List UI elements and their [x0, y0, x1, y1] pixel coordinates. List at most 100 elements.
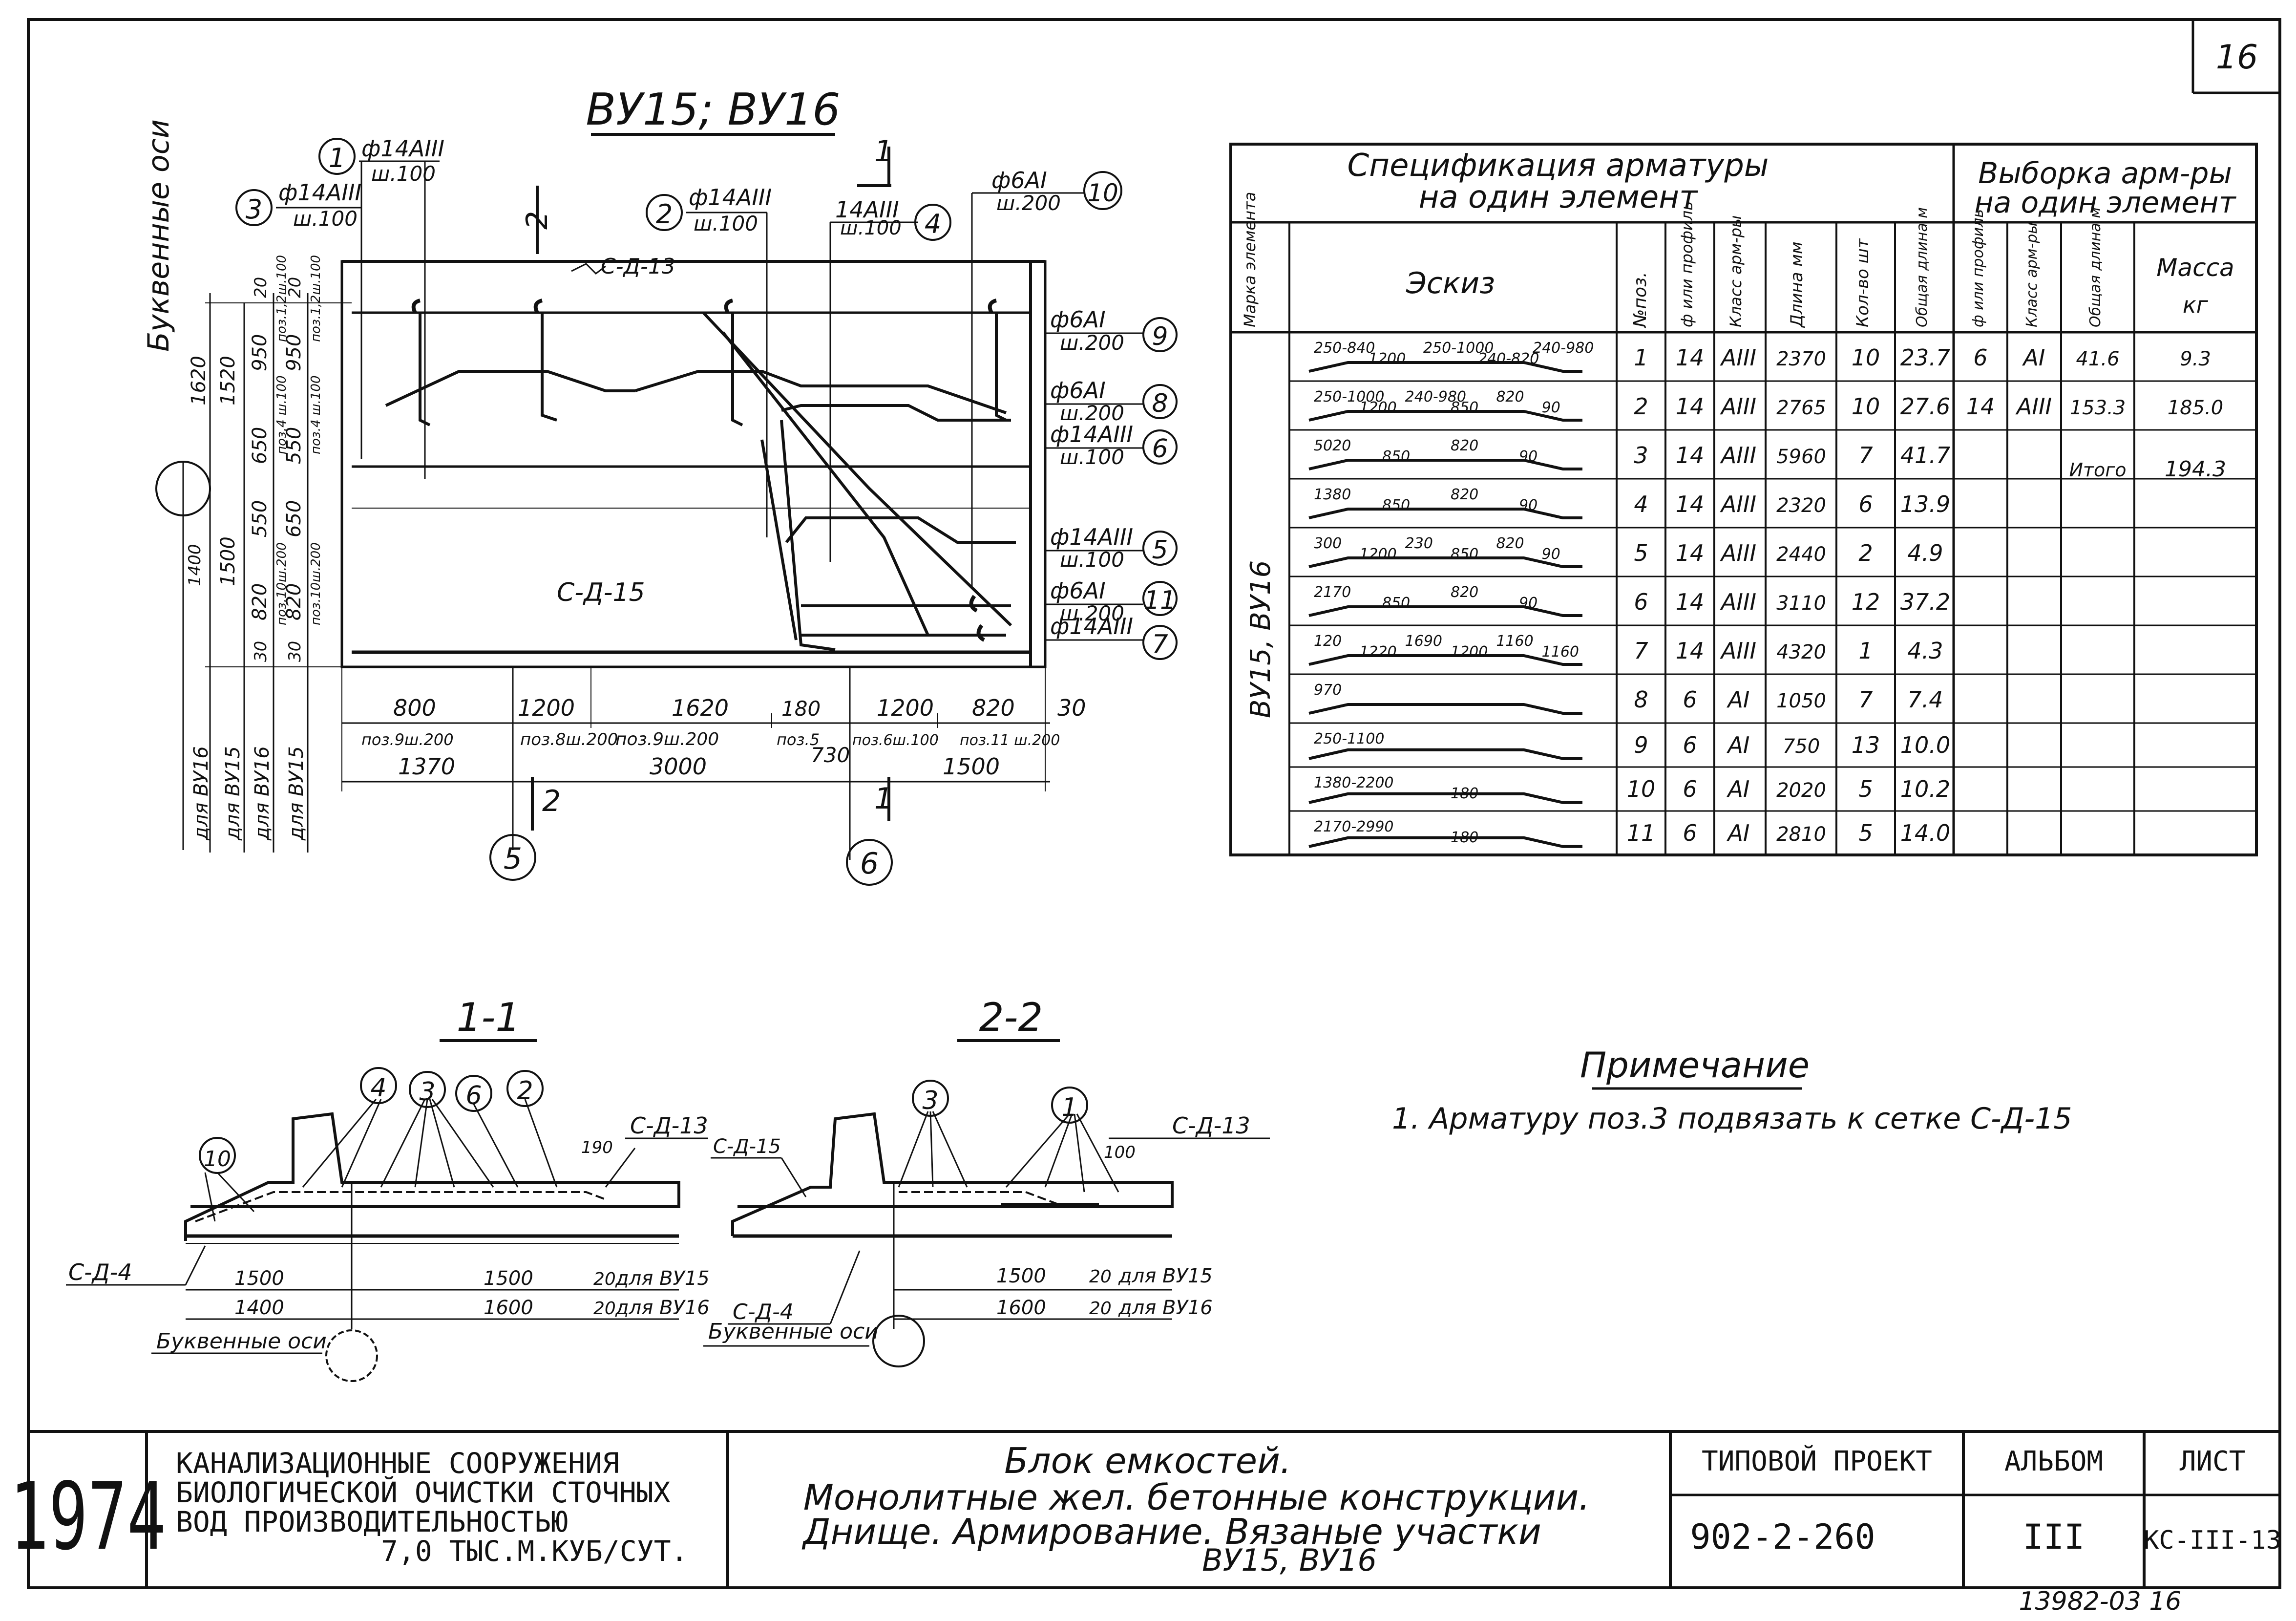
svg-text:ф6АI: ф6АI — [1050, 377, 1106, 404]
drawing-name-2: Монолитные жел. бетонные конструкции. — [803, 1477, 1590, 1518]
sel-dia: 6 — [1973, 344, 1987, 371]
cell-total: 13.9 — [1900, 491, 1950, 517]
svg-text:поз.10ш.200: поз.10ш.200 — [274, 542, 289, 625]
svg-text:3000: 3000 — [650, 753, 707, 780]
bar-sketch — [1308, 792, 1582, 804]
sketch-dim: 250-1000 — [1314, 388, 1384, 405]
svg-text:7: 7 — [1152, 630, 1168, 659]
svg-text:ф14АIII: ф14АIII — [1050, 421, 1133, 448]
cell-dia: 6 — [1683, 776, 1697, 802]
archive-stamp: 13982-03 16 — [2019, 1587, 2181, 1616]
svg-text:ф или профиль: ф или профиль — [1678, 201, 1696, 327]
cell-cls: АI — [1726, 686, 1749, 713]
sketch-dim: 2170 — [1314, 584, 1351, 601]
svg-text:100: 100 — [1104, 1143, 1136, 1162]
cell-qty: 10 — [1852, 344, 1880, 371]
sketch-dim: 820 — [1451, 486, 1478, 503]
svg-text:1500: 1500 — [234, 1267, 284, 1290]
sheet-number-box: 16 — [2191, 20, 2280, 94]
svg-text:5: 5 — [504, 842, 522, 876]
bottom-dimensions: 800 1200 1620 180 1200 820 30 поз.9ш.200… — [341, 667, 1086, 886]
org-line-1: КАНАЛИЗАЦИОННЫЕ СООРУЖЕНИЯ — [176, 1447, 619, 1480]
svg-text:1370: 1370 — [398, 753, 455, 780]
mesh-label-sd13: С-Д-13 — [601, 254, 675, 279]
svg-text:550: 550 — [249, 500, 271, 537]
cell-cls: АI — [1726, 732, 1749, 758]
svg-text:1500: 1500 — [996, 1265, 1046, 1287]
svg-text:ш.100: ш.100 — [694, 212, 758, 235]
plan-view: ВУ15; ВУ16 1 ф14АIII ш.100 3 ф14АIII ш.1… — [142, 84, 1178, 886]
svg-text:20: 20 — [251, 277, 271, 298]
sel-cls: АIII — [2015, 393, 2052, 420]
bar-sketch — [1308, 410, 1582, 422]
svg-text:ф6АI: ф6АI — [1050, 306, 1106, 333]
sketch-dim: 240-980 — [1405, 388, 1466, 405]
section-2-2: 2-2 3 1 С-Д-15 С-Д-13 100 1500 20 для ВУ… — [703, 995, 1270, 1367]
svg-text:20: 20 — [1089, 1299, 1112, 1319]
album-value: III — [2023, 1517, 2085, 1557]
sketch-dim: 90 — [1519, 595, 1538, 612]
svg-text:поз.1,2ш.100: поз.1,2ш.100 — [309, 255, 323, 342]
svg-text:650: 650 — [283, 500, 305, 537]
cell-dia: 14 — [1676, 491, 1705, 517]
element-mark: ВУ15, ВУ16 — [1245, 560, 1277, 718]
svg-text:650: 650 — [249, 427, 271, 464]
cell-len: 2370 — [1776, 348, 1826, 370]
svg-text:для ВУ15: для ВУ15 — [615, 1267, 710, 1290]
drawing-name-4: ВУ15, ВУ16 — [1202, 1542, 1377, 1578]
svg-text:ш.200: ш.200 — [1060, 331, 1124, 355]
note-title: Примечание — [1580, 1045, 1810, 1086]
sheet-number: 16 — [2216, 38, 2258, 77]
sketch-dim: 1200 — [1451, 643, 1488, 661]
svg-text:на один элемент: на один элемент — [1974, 186, 2236, 220]
cell-total: 10.0 — [1900, 732, 1950, 758]
plan-leader-lines — [360, 161, 973, 586]
sketch-dim: 1160 — [1542, 643, 1579, 661]
svg-text:ф14АIII: ф14АIII — [361, 135, 444, 162]
svg-text:поз.6ш.100: поз.6ш.100 — [852, 732, 939, 749]
svg-text:800: 800 — [393, 695, 436, 721]
cell-dia: 14 — [1676, 589, 1705, 615]
cell-dia: 6 — [1683, 732, 1697, 758]
svg-text:Буквенные оси: Буквенные оси — [708, 1319, 879, 1344]
svg-text:5: 5 — [1152, 535, 1168, 565]
sketch-dim: 1200 — [1359, 399, 1396, 416]
plan-right-leaders: ф6АI ш.200 9 ф6АI ш.200 8 ф14АIII ш.100 … — [1045, 306, 1178, 660]
svg-text:2: 2 — [542, 784, 561, 818]
cell-total: 7.4 — [1907, 686, 1943, 713]
sketch-dim: 90 — [1519, 497, 1538, 514]
svg-text:С-Д-15: С-Д-15 — [713, 1135, 781, 1158]
svg-text:кг: кг — [2183, 292, 2209, 318]
svg-text:ф14АIII: ф14АIII — [1050, 524, 1133, 550]
svg-text:ф или профиль: ф или профиль — [1970, 209, 1987, 327]
cell-dia: 14 — [1676, 344, 1705, 371]
cell-cls: АI — [1726, 776, 1749, 802]
cell-len: 2810 — [1776, 823, 1826, 846]
svg-text:4: 4 — [925, 209, 941, 239]
svg-text:10: 10 — [1087, 179, 1118, 207]
sketch-dim: 1380 — [1314, 486, 1351, 503]
cell-dia: 6 — [1683, 686, 1697, 713]
svg-text:поз.8ш.200: поз.8ш.200 — [520, 730, 618, 749]
svg-text:1400: 1400 — [234, 1297, 284, 1319]
svg-text:6: 6 — [465, 1081, 482, 1110]
cell-pos: 1 — [1634, 344, 1648, 371]
svg-text:1620: 1620 — [188, 356, 210, 405]
cell-total: 4.9 — [1907, 540, 1943, 566]
cell-pos: 10 — [1627, 776, 1656, 802]
sel-total: 41.6 — [2076, 348, 2119, 370]
svg-text:на один элемент: на один элемент — [1419, 179, 1699, 215]
svg-text:180: 180 — [781, 697, 821, 721]
sketch-dim: 5020 — [1314, 437, 1351, 454]
sel-total: 153.3 — [2070, 397, 2126, 419]
section-marks: 2 1 2 1 — [520, 134, 893, 831]
sheet-label: ЛИСТ — [2180, 1446, 2246, 1477]
spec-table: Спецификация арматуры на один элемент Вы… — [1229, 143, 2258, 856]
album-label: АЛЬБОМ — [2004, 1446, 2103, 1477]
cell-qty: 5 — [1858, 776, 1873, 802]
svg-text:1620: 1620 — [672, 695, 729, 721]
svg-text:ш.100: ш.100 — [1060, 548, 1124, 572]
svg-text:10: 10 — [204, 1147, 231, 1172]
